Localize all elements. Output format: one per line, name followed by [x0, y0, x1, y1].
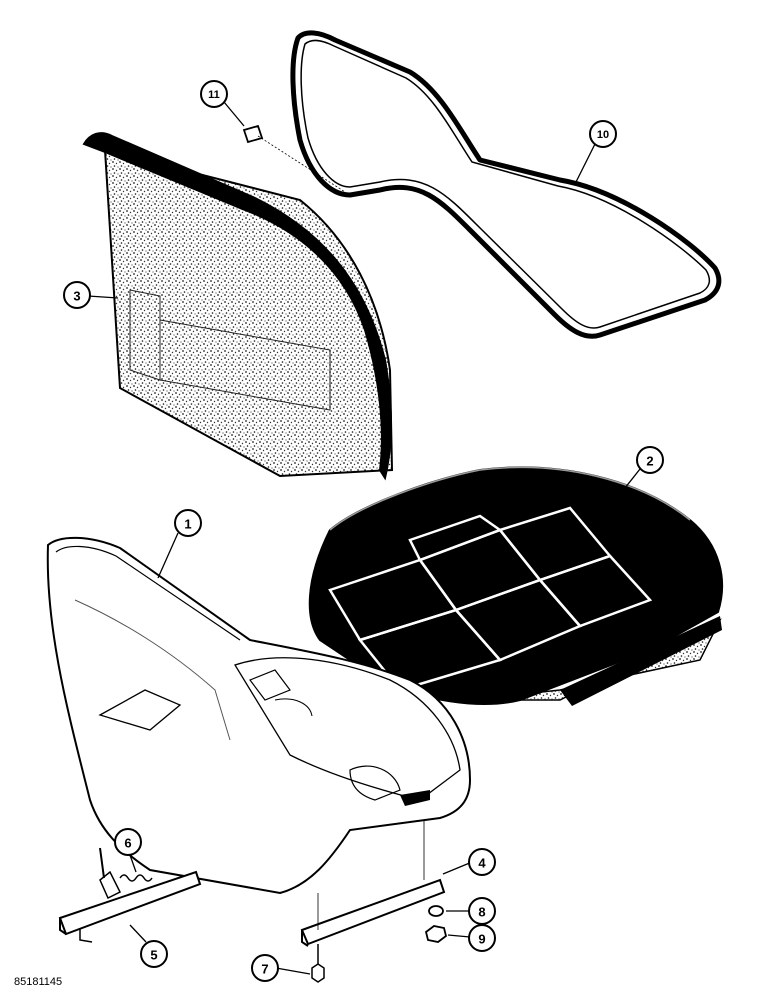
trim-clip-part — [242, 124, 346, 193]
svg-text:10: 10 — [597, 129, 609, 141]
svg-text:11: 11 — [208, 89, 220, 101]
svg-text:7: 7 — [261, 962, 268, 977]
left-slide-rail-part — [58, 847, 202, 943]
nut-part — [424, 925, 448, 943]
svg-text:2: 2 — [646, 454, 653, 469]
callout-11: 11 — [200, 80, 228, 108]
callout-2: 2 — [636, 446, 664, 474]
callout-5: 5 — [140, 940, 168, 968]
seat-cushion-part — [308, 466, 724, 706]
right-slide-rail-part — [300, 820, 446, 947]
callout-9: 9 — [468, 924, 496, 952]
callout-7: 7 — [251, 954, 279, 982]
svg-text:6: 6 — [124, 836, 131, 851]
callout-1: 1 — [174, 509, 202, 537]
bolt-part — [311, 944, 325, 983]
svg-text:5: 5 — [150, 948, 157, 963]
callout-4: 4 — [468, 848, 496, 876]
callout-6: 6 — [114, 828, 142, 856]
callout-10: 10 — [589, 120, 617, 148]
svg-text:1: 1 — [184, 517, 191, 532]
svg-text:3: 3 — [73, 289, 80, 304]
washer-part — [428, 905, 444, 917]
seat-back-trim-part — [290, 30, 722, 339]
callout-3: 3 — [63, 281, 91, 309]
callout-8: 8 — [468, 897, 496, 925]
svg-text:4: 4 — [478, 856, 486, 871]
drawing-reference-code: 85181145 — [14, 976, 63, 988]
svg-text:8: 8 — [478, 905, 485, 920]
latch-spring-part — [119, 874, 153, 882]
seat-pan-part — [46, 536, 472, 895]
seat-back-cushion-part — [82, 132, 394, 481]
svg-text:9: 9 — [478, 932, 485, 947]
